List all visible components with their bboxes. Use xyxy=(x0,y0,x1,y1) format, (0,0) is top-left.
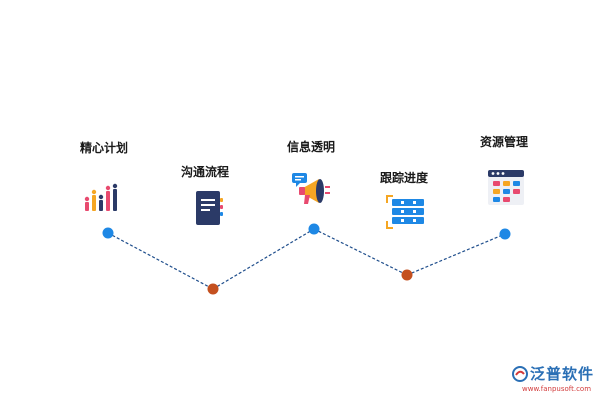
connector-line-3 xyxy=(313,228,408,276)
step-label-communication: 沟通流程 xyxy=(181,165,230,179)
kanban-window-icon xyxy=(488,170,524,205)
brand-url: www.fanpusoft.com xyxy=(522,385,592,393)
brand-logo: 泛普软件 xyxy=(512,366,594,382)
connector-line-2 xyxy=(212,228,315,290)
node-2 xyxy=(207,283,219,295)
connector-line-1 xyxy=(107,232,214,290)
brand-mark-icon xyxy=(512,366,528,382)
notebook-icon xyxy=(196,191,223,225)
node-5 xyxy=(499,228,511,240)
node-1 xyxy=(102,227,114,239)
step-label-transparency: 信息透明 xyxy=(287,140,336,154)
progress-board-icon xyxy=(386,195,424,229)
step-label-tracking: 跟踪进度 xyxy=(380,171,429,185)
step-label-resources: 资源管理 xyxy=(480,135,529,149)
node-4 xyxy=(401,269,413,281)
megaphone-icon xyxy=(292,173,330,204)
connector-line-4 xyxy=(406,233,506,276)
node-3 xyxy=(308,223,320,235)
brand-name: 泛普软件 xyxy=(530,364,595,383)
bar-chart-icon xyxy=(84,183,118,211)
step-label-plan: 精心计划 xyxy=(80,141,129,155)
